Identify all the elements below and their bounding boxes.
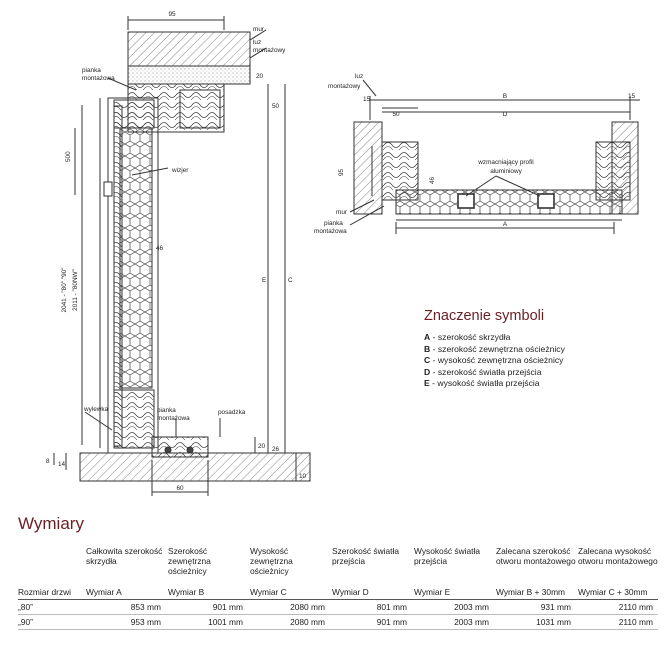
value-cell: 2080 mm	[248, 614, 330, 630]
dim-500: 500	[65, 151, 72, 162]
dim-14: 14	[58, 461, 66, 468]
value-cell: 2110 mm	[576, 599, 658, 615]
plan-dim-15-left: 15	[363, 96, 371, 103]
symbol-legend: Znaczenie symboli A - szerokość skrzydła…	[424, 308, 659, 390]
value-cell: 801 mm	[330, 599, 412, 615]
plan-dim-A: A	[503, 221, 508, 228]
table-row: „90” 953 mm 1001 mm 2080 mm 901 mm 2003 …	[18, 614, 658, 630]
legend-item-A: A - szerokość skrzydła	[424, 332, 511, 342]
dim-C: C	[288, 277, 293, 284]
value-cell: 1001 mm	[166, 614, 248, 630]
label-cell: Wymiar C + 30mm	[576, 585, 658, 600]
label-cell: Wymiar C	[248, 585, 330, 600]
label-cell: Wymiar B	[166, 585, 248, 600]
value-cell: 2003 mm	[412, 599, 494, 615]
dimensions-title: Wymiary	[18, 514, 84, 533]
label-cell: Wymiar E	[412, 585, 494, 600]
plan-label-luz-montazowy: montażowy	[328, 83, 361, 90]
header-cell: Szerokość światła przejścia	[332, 546, 400, 566]
legend-item-B: B - szerokość zewnętrzna ościeżnicy	[424, 343, 565, 354]
header-cell: Zalecana wysokość otworu montażowego	[578, 546, 658, 566]
label-pianka-montazowa: montażowa	[82, 75, 115, 82]
header-cell: Zalecana szerokość otworu montażowego	[496, 546, 576, 566]
label-wizjer: wizjer	[171, 167, 189, 174]
plan-label-luz: luz	[355, 73, 363, 80]
plan-dim-B: B	[503, 93, 507, 100]
value-cell: 901 mm	[330, 614, 412, 630]
plan-dim-50: 50	[392, 111, 400, 118]
dim-E: E	[262, 277, 266, 284]
label-pianka-bottom: pianka	[157, 407, 176, 414]
plan-dim-95: 95	[338, 168, 345, 176]
label-pianka-montazowa-bottom: montażowa	[157, 415, 190, 422]
value-cell: 953 mm	[84, 614, 166, 630]
table-header-row: Całkowita szerokość skrzydła Szerokość z…	[18, 546, 658, 585]
header-cell: Wysokość światła przejścia	[414, 546, 481, 566]
label-luz-montazowy: montażowy	[253, 47, 286, 54]
label-cell: Rozmiar drzwi	[18, 585, 84, 600]
value-cell: 1031 mm	[494, 614, 576, 630]
label-cell: Wymiar D	[330, 585, 412, 600]
label-wylewka: wylewka	[83, 406, 109, 413]
header-cell: Wysokość zewnętrzna ościeżnicy	[250, 546, 293, 576]
label-cell: Wymiar A	[84, 585, 166, 600]
legend-item-C: C - wysokość zewnętrzna ościeżnicy	[424, 355, 564, 366]
header-cell: Całkowita szerokość skrzydła	[86, 546, 163, 566]
label-pianka: pianka	[82, 67, 101, 74]
header-cell	[18, 546, 84, 585]
dim-20-bottom: 20	[258, 443, 266, 450]
table-label-row: Rozmiar drzwi Wymiar A Wymiar B Wymiar C…	[18, 585, 658, 600]
door-technical-drawing: 95 mur luz montażowy pianka montażowa 20…	[46, 11, 640, 496]
value-cell: 931 mm	[494, 599, 576, 615]
dim-height-80-90: 2041 - "80" "90"	[61, 268, 68, 313]
size-cell: „90”	[18, 614, 84, 630]
plan-dim-D: D	[503, 111, 508, 118]
plan-dim-15-right: 15	[628, 93, 636, 100]
value-cell: 2110 mm	[576, 614, 658, 630]
dim-height-80nw: 2011 - "80NW"	[72, 269, 79, 311]
table-row: „80” 853 mm 901 mm 2080 mm 801 mm 2003 m…	[18, 599, 658, 615]
dimensions-table: Całkowita szerokość skrzydła Szerokość z…	[18, 546, 658, 630]
dim-10: 10	[299, 473, 307, 480]
dim-8: 8	[46, 458, 50, 465]
plan-label-profile-aluminium: aluminiowy	[490, 168, 522, 175]
dim-50: 50	[272, 103, 280, 110]
size-cell: „80”	[18, 599, 84, 615]
label-cell: Wymiar B + 30mm	[494, 585, 576, 600]
value-cell: 901 mm	[166, 599, 248, 615]
plan-label-pianka: pianka	[324, 220, 343, 227]
legend-title: Znaczenie symboli	[424, 308, 545, 324]
dim-46: 46	[156, 245, 164, 252]
plan-label-mur: mur	[336, 209, 348, 216]
dim-95: 95	[168, 11, 176, 18]
value-cell: 2003 mm	[412, 614, 494, 630]
value-cell: 2080 mm	[248, 599, 330, 615]
legend-item-D: D - szerokość światła przejścia	[424, 366, 542, 377]
dim-26: 26	[272, 446, 280, 453]
value-cell: 853 mm	[84, 599, 166, 615]
label-luz: luz	[253, 39, 261, 46]
legend-item-E: E - wysokość światła przejścia	[424, 378, 540, 389]
label-mur: mur	[253, 26, 265, 33]
plan-label-pianka-montazowa: montażowa	[314, 228, 347, 235]
dim-60: 60	[176, 485, 184, 492]
plan-label-profile: wzmacniający profil	[477, 159, 533, 166]
plan-dim-46: 46	[429, 176, 436, 184]
label-posadzka: posadzka	[218, 409, 246, 416]
dim-20-top: 20	[256, 73, 264, 80]
header-cell: Szerokość zewnętrzna ościeżnicy	[168, 546, 211, 576]
